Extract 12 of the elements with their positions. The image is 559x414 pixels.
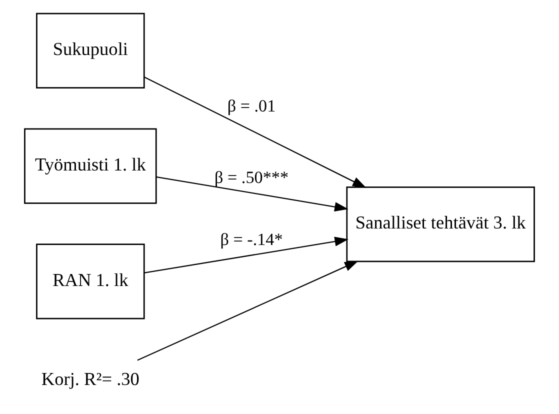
edge-label: β = .50*** — [214, 168, 289, 187]
edge-label: β = -.14* — [220, 229, 283, 248]
arrow — [137, 260, 358, 360]
arrow — [144, 236, 348, 273]
node-text: Korj. R²= .30 — [41, 368, 140, 389]
node-box: Työmuisti 1. lk — [24, 128, 157, 204]
arrow — [156, 176, 348, 212]
edge-label: β = .01 — [227, 96, 276, 115]
arrow — [144, 76, 366, 188]
node-box: Sanalliset tehtävät 3. lk — [346, 186, 535, 262]
node-box: Sukupuoli — [36, 12, 145, 88]
node-box: RAN 1. lk — [36, 243, 145, 319]
